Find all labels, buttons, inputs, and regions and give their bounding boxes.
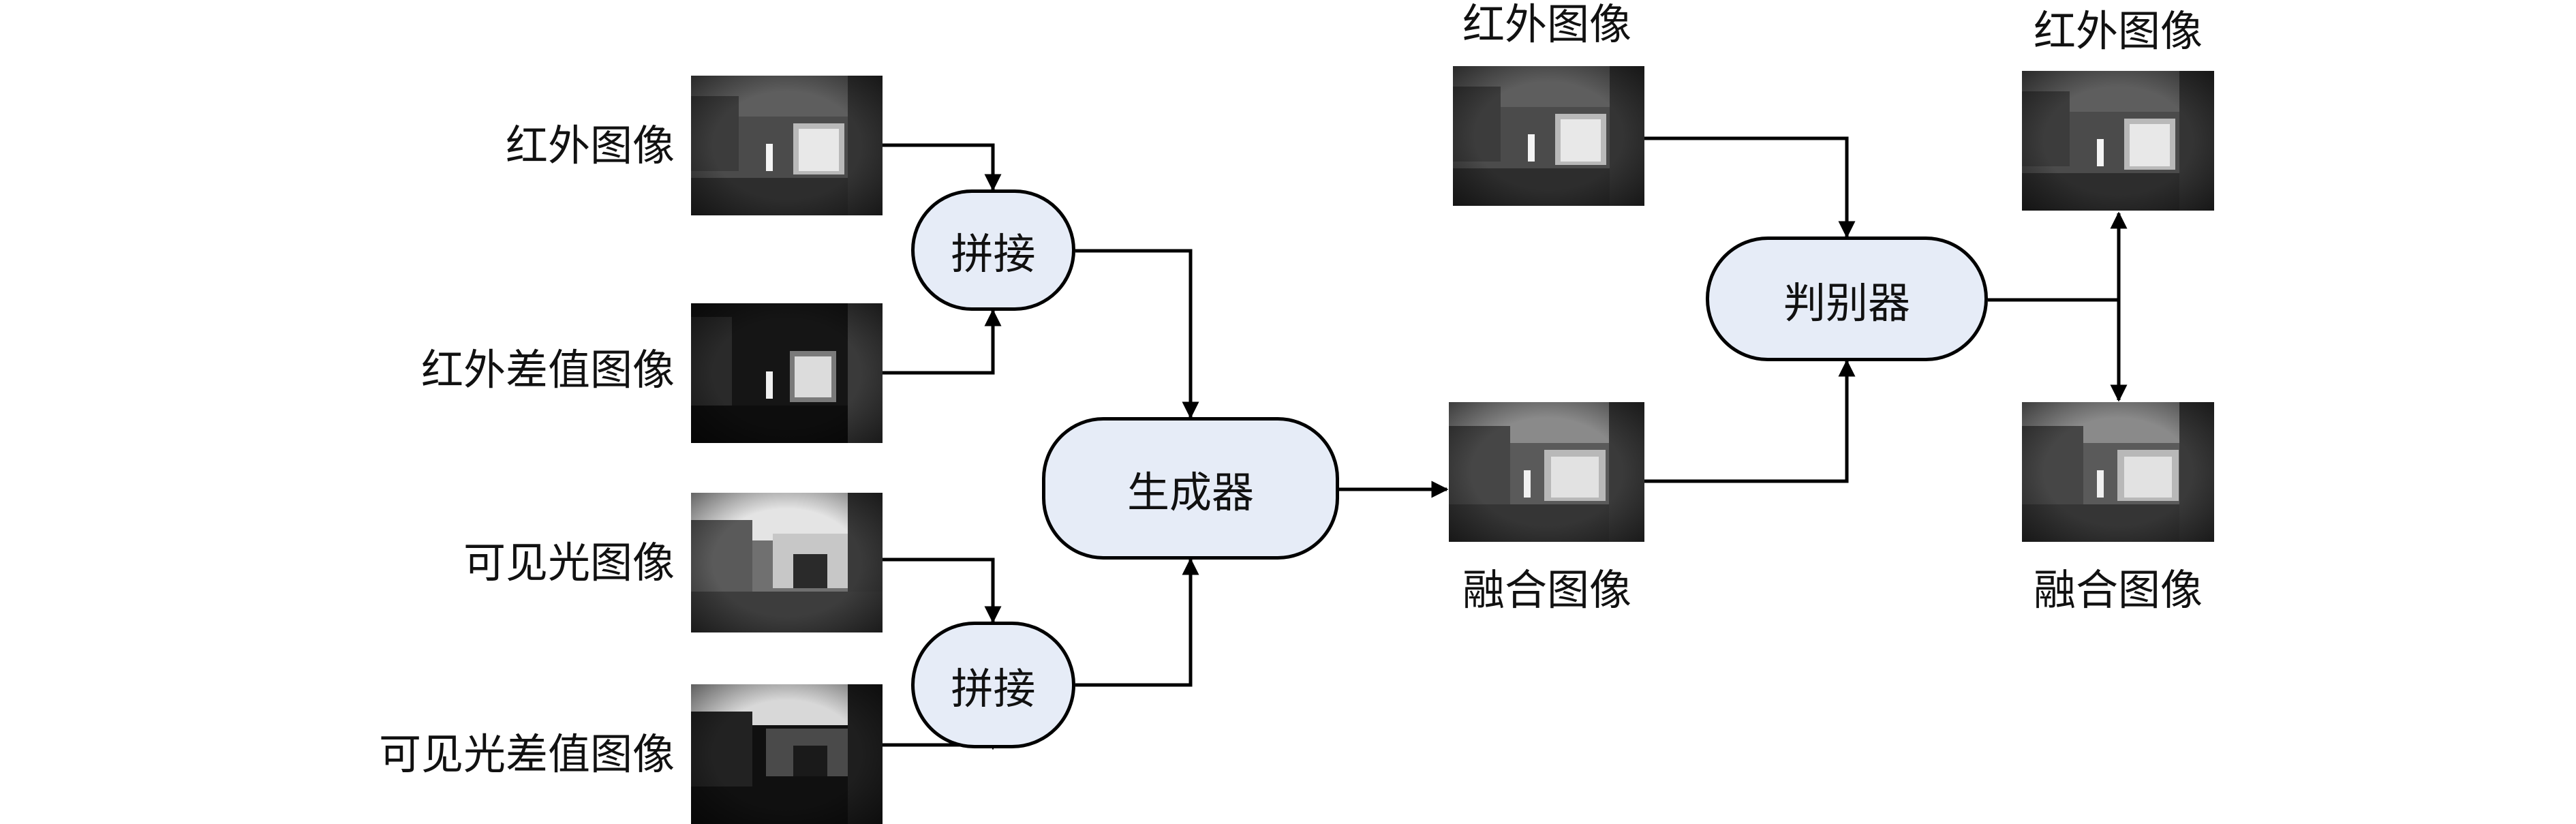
ir-thumbnail	[691, 76, 883, 215]
edge-concat-bottom-to-generator	[1075, 558, 1199, 687]
result-ir-thumbnail	[2022, 71, 2214, 211]
edge-irdiff-to-concat-top	[883, 309, 1002, 375]
visible-thumbnail	[691, 493, 883, 632]
edge-ir-to-concat-top	[883, 143, 1002, 192]
concat-node-top: 拼接	[911, 189, 1075, 311]
result-ir-label: 红外图像	[2033, 6, 2203, 56]
edge-vis-to-concat-bottom	[883, 558, 1002, 624]
edge-ir-to-discriminator	[1644, 136, 1856, 239]
input-label-ir-diff: 红外差值图像	[420, 345, 675, 395]
visible-diff-thumbnail	[691, 684, 883, 824]
edge-concat-top-to-generator	[1075, 249, 1199, 419]
input-label-visible-diff: 可见光差值图像	[378, 729, 675, 779]
fused-thumbnail	[1449, 402, 1644, 542]
edge-fused-to-discriminator	[1644, 359, 1856, 483]
input-label-ir: 红外图像	[505, 121, 675, 170]
result-fused-thumbnail	[2022, 402, 2214, 542]
discriminator-ir-thumbnail	[1453, 66, 1644, 206]
concat-node-bottom: 拼接	[911, 622, 1075, 748]
result-fused-label: 融合图像	[2033, 565, 2203, 615]
ir-diff-thumbnail	[691, 303, 883, 443]
fused-label: 融合图像	[1462, 565, 1632, 615]
input-label-visible: 可见光图像	[463, 538, 675, 588]
disc-ir-label: 红外图像	[1462, 0, 1632, 49]
discriminator-node: 判别器	[1706, 236, 1988, 361]
generator-node: 生成器	[1042, 417, 1339, 560]
